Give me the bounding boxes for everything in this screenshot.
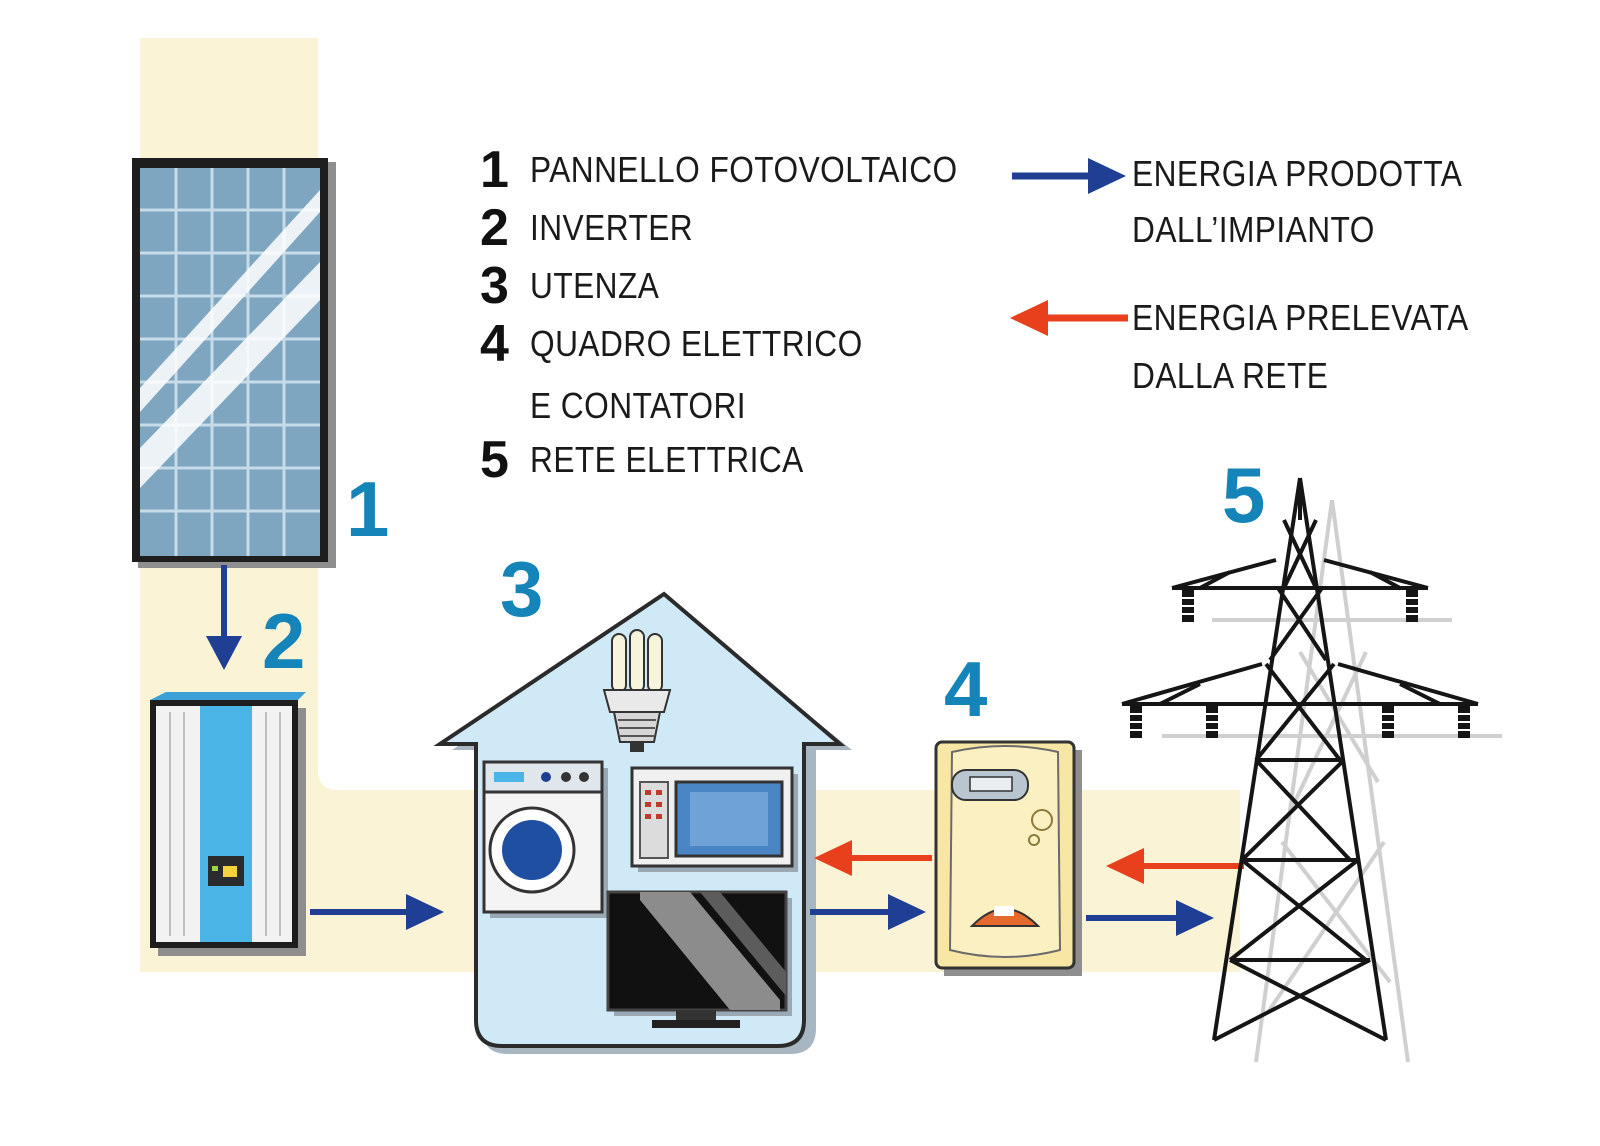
solar-panel-icon: [132, 158, 336, 568]
panel-number: 1: [346, 465, 390, 553]
television-icon: [606, 890, 792, 1028]
legend-item-number: 5: [480, 431, 509, 489]
arrow-inverter-to-house: [310, 894, 444, 930]
legend-item: 4 QUADRO ELETTRICO: [480, 316, 908, 372]
key-produced-line1: ENERGIA PRODOTTA: [1132, 153, 1463, 194]
light-bulb-icon: [602, 629, 672, 752]
meter-number: 4: [944, 645, 988, 733]
arrow-meter-to-house: [814, 840, 932, 876]
key-produced-line2: DALL’IMPIANTO: [1132, 209, 1375, 250]
legend-item-number: 2: [480, 199, 509, 257]
legend-item-label: RETE ELETTRICA: [530, 439, 804, 480]
arrow-house-to-meter: [810, 894, 926, 930]
inverter-number: 2: [262, 597, 306, 685]
legend-item-label: E CONTATORI: [530, 385, 747, 426]
house-number: 3: [500, 545, 544, 633]
legend-item-label: QUADRO ELETTRICO: [530, 323, 863, 364]
power-pylon-icon: [1121, 477, 1502, 1063]
legend-item: 1 PANNELLO FOTOVOLTAICO: [480, 142, 1016, 198]
arrow-meter-to-grid: [1086, 900, 1214, 936]
legend-item-continuation: E CONTATORI: [530, 378, 776, 434]
legend-item-number: 1: [480, 141, 509, 199]
key-drawn-line1: ENERGIA PRELEVATA: [1132, 297, 1469, 338]
legend-item: 3 UTENZA: [480, 258, 677, 314]
inverter-icon: [150, 692, 306, 956]
key-drawn-line2: DALLA RETE: [1132, 355, 1329, 396]
washing-machine-icon: [482, 760, 608, 918]
arrow-panel-to-inverter: [206, 565, 242, 670]
key-arrow-drawn: [1010, 300, 1128, 336]
legend-item-label: UTENZA: [530, 265, 660, 306]
key-arrow-produced: [1012, 158, 1126, 194]
arrow-grid-to-meter: [1106, 848, 1244, 884]
legend-item-label: PANNELLO FOTOVOLTAICO: [530, 149, 958, 190]
legend-item: 5 RETE ELETTRICA: [480, 432, 841, 488]
legend-item-number: 3: [480, 257, 509, 315]
electric-meter-icon: [934, 740, 1082, 976]
legend-item: 2 INVERTER: [480, 200, 715, 256]
microwave-icon: [630, 766, 798, 872]
pylon-number: 5: [1222, 451, 1266, 539]
legend-item-number: 4: [480, 315, 509, 373]
legend-item-label: INVERTER: [530, 207, 694, 248]
